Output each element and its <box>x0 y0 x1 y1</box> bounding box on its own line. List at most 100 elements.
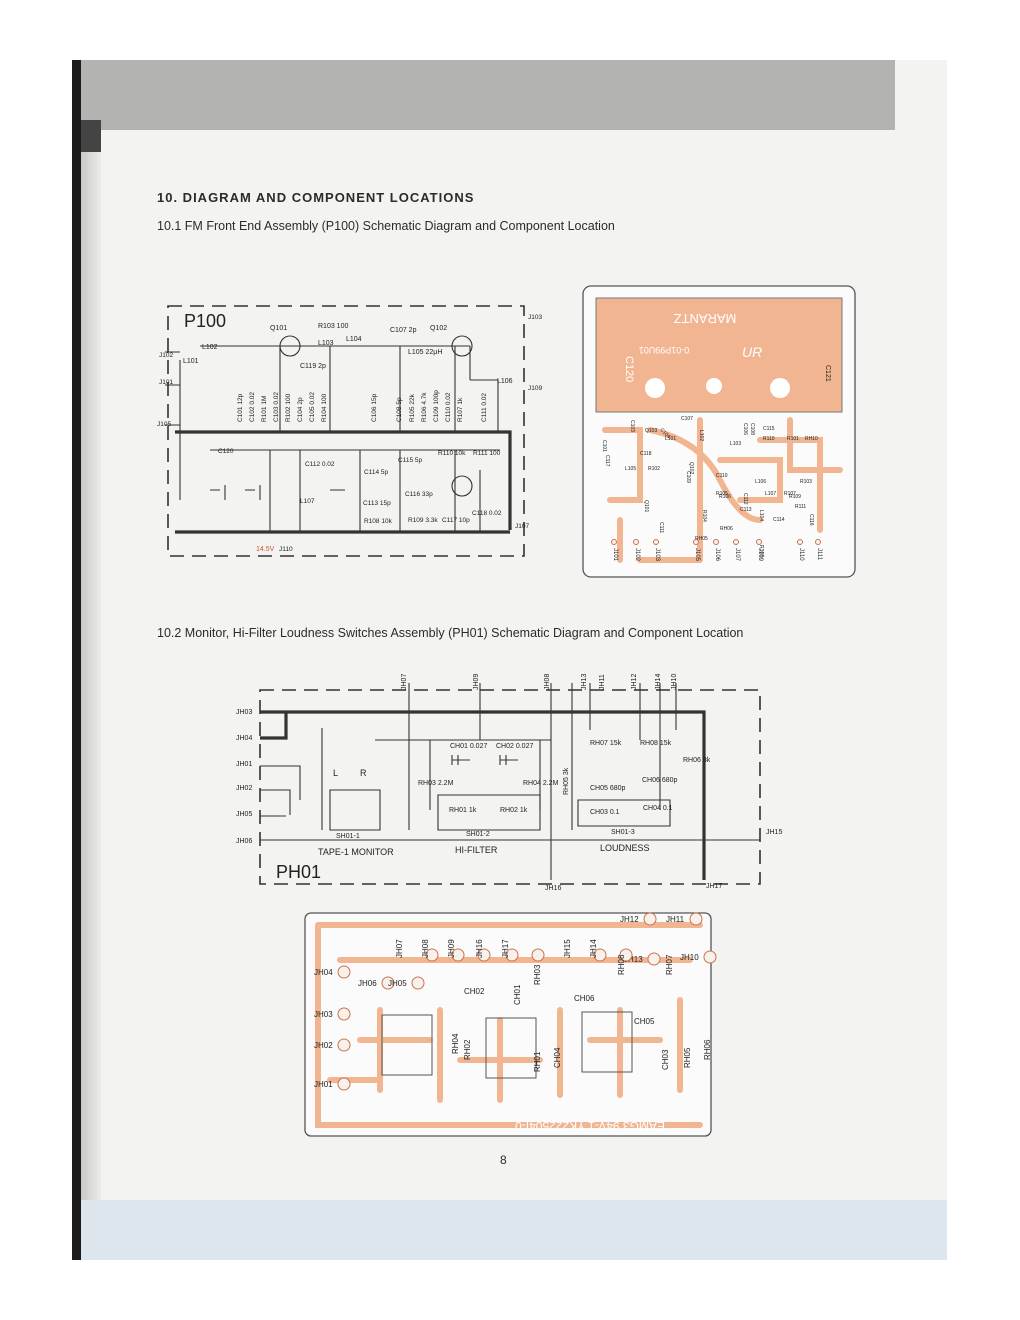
pcb-part-c113: C113 <box>740 507 752 513</box>
pcb-part-c110: C110 <box>716 473 728 479</box>
page-number: 8 <box>500 1153 507 1167</box>
pcb-board-code-mirrored: 0-01P99U01 <box>639 345 690 355</box>
pad-jh13 <box>647 952 661 966</box>
pcb-brand-text: MARANTZ <box>674 311 737 326</box>
pcb-ph-ch02: CH02 <box>464 987 485 996</box>
pcb-jh-jh13: JH13 <box>624 955 643 964</box>
ph01-part-rh07: RH07 15k <box>590 740 622 747</box>
p100-jack-j105: J105 <box>157 421 171 428</box>
p100-cap-c103: C103 0.02 <box>273 392 280 422</box>
ph01-part-rh02: RH02 1k <box>500 807 528 814</box>
p100-cap-r104: R104 100 <box>321 393 328 422</box>
ph01-jack-top-jh10: JH10 <box>671 674 678 690</box>
ph01-signal-wires <box>260 728 760 841</box>
ph01-jack-other-jh15: JH15 <box>766 829 782 836</box>
p100-cap-c105: C105 0.02 <box>309 392 316 422</box>
ph01-pcb-outline <box>304 912 712 1137</box>
pcb-mount-hole-mid <box>706 378 722 394</box>
pad-jh14 <box>619 948 633 962</box>
p100-bot-c116: C116 33p <box>405 491 433 498</box>
p100-bot-c117: C117 10p <box>442 517 470 524</box>
pcb-ph-ch03: CH03 <box>661 1049 670 1070</box>
pcb-part-r101: R101 <box>787 436 799 442</box>
page-bottom-band <box>81 1200 947 1260</box>
p100-cap-r102: R102 100 <box>285 393 292 422</box>
pad-jh02 <box>337 1038 351 1052</box>
pad-j109 <box>756 539 762 545</box>
ph01-jack-other-jh17: JH17 <box>706 883 722 890</box>
pcb-part-r103: R103 <box>800 479 812 485</box>
p100-middle-wires <box>210 449 500 532</box>
pcb-part-c117: C117 <box>604 455 610 467</box>
pcb-part-rh06: RH06 <box>720 526 733 532</box>
p100-shield-area <box>595 297 843 413</box>
p100-cap-r107: R107 1k <box>457 397 464 422</box>
pcb-part-c118: C118 <box>640 451 652 457</box>
pcb-ph-ch04: CH04 <box>553 1047 562 1068</box>
pcb-part-r106: R106 <box>719 494 731 500</box>
ph01-jack-left-jh02: JH02 <box>236 785 252 792</box>
p100-voltage-label: 14.5V <box>256 546 275 553</box>
p100-l104: L104 <box>346 336 362 343</box>
ph01-jack-top-jh09: JH09 <box>473 674 480 690</box>
ph01-part-rh04: RH04 2.2M <box>523 780 559 787</box>
pcb-part-q103: Q103 <box>645 428 657 434</box>
pcb-part-c114: C114 <box>773 517 785 523</box>
pcb-part-l101: L101 <box>665 436 676 442</box>
p100-jack-j101: J101 <box>159 379 173 386</box>
p100-bot-c120: C120 <box>218 448 234 455</box>
p100-cap-c101: C101 12p <box>237 393 244 422</box>
ph01-jack-top-jh14: JH14 <box>655 674 662 690</box>
pad-j101 <box>611 539 617 545</box>
pcb-brand-mirrored: MARANTZ <box>674 311 737 326</box>
pcb-part-rh10: RH10 <box>805 436 818 442</box>
p100-jack-j103: J103 <box>528 314 542 321</box>
pcb-jh-jh07: JH07 <box>395 939 404 958</box>
pad-jh10 <box>703 950 717 964</box>
pcb-switch-3 <box>581 1011 633 1073</box>
switch-sh01-2: SH01-2 <box>466 831 490 838</box>
ph01-part-rh03: RH03 2.2M <box>418 780 454 787</box>
p100-bot-r110: R110 10k <box>438 450 466 457</box>
pcb-board-code-text: 0-01P99U01 <box>639 345 690 355</box>
p100-cap-r106: R106 4.7k <box>421 392 428 422</box>
q103-transistor <box>451 475 473 497</box>
p100-bot-c113: C113 15p <box>363 500 391 507</box>
pcb-ph-ch05: CH05 <box>634 1017 655 1026</box>
pcb-part-r105: R105 <box>716 491 728 497</box>
book-spine <box>72 60 81 1260</box>
pcb-part-l102: L102 <box>698 430 704 441</box>
pad-j105 <box>693 539 699 545</box>
p100-bot-c112: C112 0.02 <box>305 461 335 468</box>
p100-cap-r105: R105 22k <box>409 393 416 422</box>
ph01-pcb-code-text: EAMG3 94V-1 YK222504I-0 <box>515 1119 665 1133</box>
pcb-jh-jh02: JH02 <box>314 1041 333 1050</box>
pcb-ph-rh05: RH05 <box>683 1047 692 1068</box>
pcb-part-c108: C108 <box>749 423 755 435</box>
p100-c107: C107 2p <box>390 327 417 334</box>
pcb-c121-label: C121 <box>824 365 831 382</box>
p100-outline <box>167 305 525 557</box>
pcb-ur-mark: UR <box>742 344 762 360</box>
pcb-part-r109: R109 <box>789 494 801 500</box>
ph01-jack-left-jh04: JH04 <box>236 735 252 742</box>
p100-jack-j109: J109 <box>528 385 542 392</box>
pad-jh11 <box>689 912 703 926</box>
pad-j110 <box>797 539 803 545</box>
pcb-jack-j102: J102 <box>634 548 640 562</box>
ph01-jack-top-jh11: JH11 <box>599 674 606 690</box>
p100-cap-c111: C111 0.02 <box>481 393 488 422</box>
p100-top-wires <box>200 345 499 432</box>
p100-jack-j107: J107 <box>515 523 529 530</box>
ph01-outline <box>259 689 761 885</box>
p100-l101: L101 <box>183 358 199 365</box>
pcb-c121-text: C121 <box>824 365 831 382</box>
ph01-part-ch01: CH01 0.027 <box>450 743 487 750</box>
pcb-part-r108: R108 <box>758 545 764 557</box>
ph01-ground-bus <box>260 710 706 880</box>
pad-jh17 <box>531 948 545 962</box>
